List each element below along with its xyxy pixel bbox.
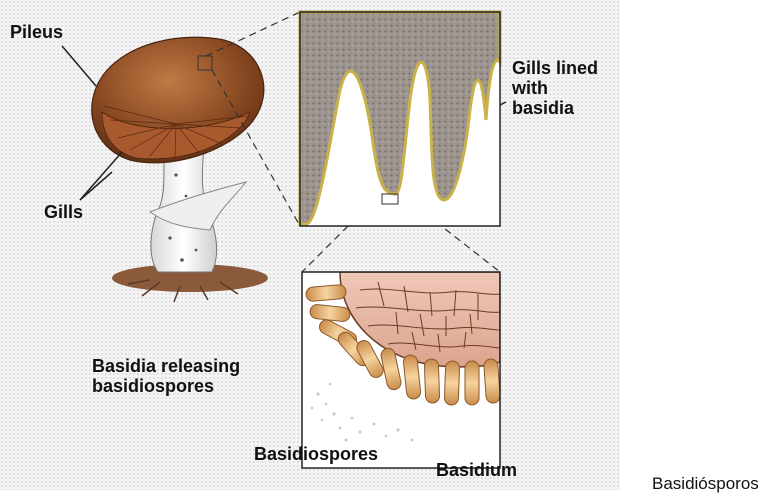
mushroom-illustration	[92, 37, 268, 302]
label-gills-lined-with-basidia: Gills lined with basidia	[512, 58, 598, 118]
label-pileus: Pileus	[10, 22, 63, 42]
label-basidia-releasing-basidiospores: Basidia releasing basidiospores	[92, 356, 240, 396]
basidia-inset	[302, 272, 501, 468]
label-gills: Gills	[44, 202, 83, 222]
label-basidiospores: Basidiospores	[254, 444, 378, 464]
label-basidium: Basidium	[436, 460, 517, 480]
image-caption: Basidiósporos	[652, 474, 759, 494]
mushroom-diagram: Pileus Gills Gills lined with basidia Ba…	[0, 0, 620, 490]
gill-section-inset	[300, 12, 500, 226]
